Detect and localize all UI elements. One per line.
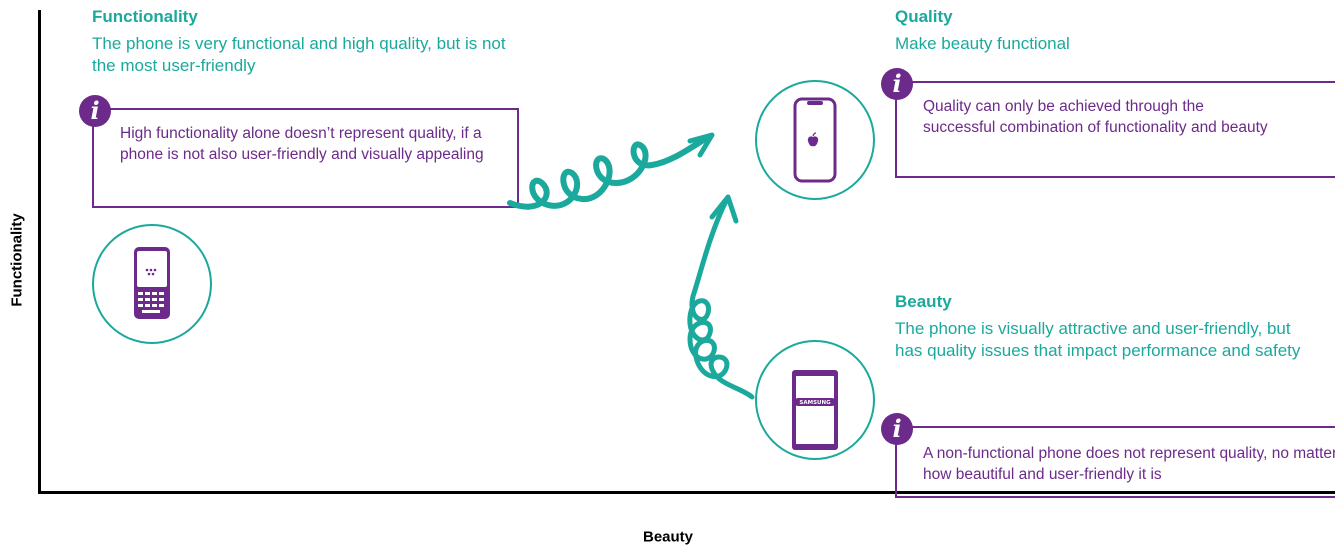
- samsung-phone-circle: SAMSUNG: [755, 340, 875, 460]
- x-axis-label: Beauty: [642, 528, 694, 546]
- beauty-title: Beauty: [895, 292, 952, 311]
- beauty-description: The phone is visually attractive and use…: [895, 319, 1301, 360]
- functionality-description: The phone is very functional and high qu…: [92, 34, 506, 75]
- beauty-info-text: A non-functional phone does not represen…: [923, 445, 1335, 483]
- info-icon: i: [79, 95, 111, 127]
- vertical-spiral-arrow: [687, 198, 755, 400]
- samsung-brand-text: SAMSUNG: [799, 400, 831, 406]
- functionality-info-box: High functionality alone doesn’t represe…: [92, 108, 519, 208]
- beauty-info-box: A non-functional phone does not represen…: [895, 426, 1335, 498]
- quality-info-text: Quality can only be achieved through the…: [923, 98, 1268, 136]
- x-axis: [38, 491, 1335, 494]
- spiral-arrows: [507, 132, 755, 400]
- quality-title: Quality: [895, 7, 953, 26]
- samsung-phone-icon: SAMSUNG: [792, 370, 838, 450]
- quality-description: Make beauty functional: [895, 34, 1070, 53]
- y-axis: [38, 10, 41, 494]
- horizontal-arrow-head: [687, 132, 715, 158]
- info-icon: i: [881, 413, 913, 445]
- blackberry-phone-icon: [134, 247, 170, 319]
- horizontal-spiral-arrow: [507, 134, 711, 210]
- iphone-circle: [755, 80, 875, 200]
- iphone-icon: [793, 97, 837, 183]
- blackberry-phone-circle: [92, 224, 212, 344]
- info-icon: i: [881, 68, 913, 100]
- y-axis-label: Functionality: [8, 213, 26, 307]
- functionality-info-text: High functionality alone doesn’t represe…: [120, 125, 484, 163]
- quality-info-box: Quality can only be achieved through the…: [895, 81, 1335, 178]
- functionality-title: Functionality: [92, 7, 198, 26]
- vertical-arrow-head: [709, 194, 739, 224]
